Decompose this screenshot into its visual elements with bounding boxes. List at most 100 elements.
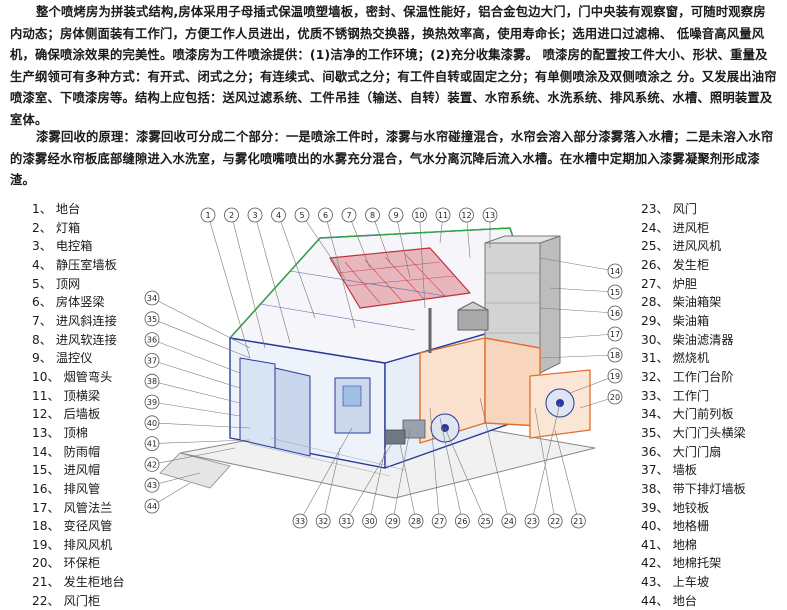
description-paragraph-2: 漆雾回收的原理：漆雾回收可分成二个部分：一是喷涂工件时，漆雾与水帘碰撞混合，水帘… [10, 130, 774, 188]
callout-number: 10 [414, 211, 424, 220]
callout-number: 26 [457, 517, 467, 526]
callout-leader-line [151, 360, 241, 389]
callout-leader-line [559, 333, 616, 339]
callout-circle [144, 456, 160, 472]
callout-number: 41 [147, 440, 157, 449]
callout-number: 38 [147, 377, 157, 386]
callout-leader-line [372, 214, 391, 264]
callout-leader-line [151, 318, 251, 359]
legend-item: 5、 顶网 [32, 276, 81, 291]
callout-circle [607, 368, 623, 384]
legend-item: 2、 灯箱 [32, 220, 81, 235]
legend-item: 10、 烟管弯头 [32, 369, 113, 384]
callout-leader-line [151, 401, 241, 417]
callout-leader-line [325, 214, 356, 329]
legend-item: 40、 地格栅 [641, 519, 710, 534]
callout-leader-line [207, 214, 251, 359]
callout-circle [570, 513, 586, 529]
legend-item: 44、 地台 [641, 593, 697, 608]
legend-item: 41、 地棉 [641, 537, 697, 552]
legend-item: 6、 房体竖梁 [32, 295, 105, 310]
callout-number: 16 [610, 309, 620, 318]
callout-number: 42 [147, 460, 157, 469]
callout-leader-line [534, 407, 556, 522]
callout-leader-line [151, 472, 201, 486]
callout-leader-line [419, 214, 426, 309]
callout-number: 18 [610, 351, 620, 360]
callout-number: 36 [147, 336, 157, 345]
callout-circle [431, 513, 447, 529]
diesel-tank-shape [384, 429, 406, 445]
legend-item: 17、 风管法兰 [32, 500, 113, 515]
callout-number: 13 [485, 211, 495, 220]
callout-number: 21 [573, 517, 583, 526]
callout-circle [144, 311, 160, 327]
callout-circle [144, 498, 160, 514]
callout-number: 24 [504, 517, 514, 526]
legend-item: 28、 柴油箱架 [641, 295, 722, 310]
legend-item: 19、 排风风机 [32, 537, 113, 552]
callout-circle [607, 284, 623, 300]
callout-number: 6 [323, 211, 328, 220]
callout-number: 30 [365, 517, 375, 526]
callout-number: 27 [434, 517, 444, 526]
callout-number: 5 [299, 211, 304, 220]
callout-number: 3 [252, 211, 257, 220]
callout-leader-line [151, 297, 251, 349]
booth-structure [159, 227, 596, 499]
legend-item: 18、 变径风管 [32, 519, 113, 534]
callout-leader-line [395, 214, 411, 279]
callout-circle [294, 207, 310, 223]
callout-circle [412, 207, 427, 223]
legend-item: 29、 柴油箱 [641, 313, 710, 328]
callout-number: 44 [147, 502, 157, 511]
callout-leader-line [254, 214, 291, 344]
callout-leader-line [151, 482, 191, 507]
legend-item: 24、 进风柜 [641, 220, 710, 235]
callout-leader-line [346, 437, 396, 522]
callout-number: 22 [550, 517, 560, 526]
callout-leader-line [151, 447, 236, 465]
legend-item: 35、 大门门头横梁 [641, 425, 746, 440]
callout-circle [408, 513, 424, 529]
callout-circle [338, 513, 354, 529]
callout-circle [271, 207, 286, 223]
callout-circle [482, 207, 498, 223]
callout-circle [478, 513, 494, 529]
legend-item: 14、 防雨帽 [32, 444, 101, 459]
callout-number: 1 [205, 211, 210, 220]
callout-number: 12 [461, 211, 471, 220]
legend-item: 1、 地台 [32, 202, 81, 216]
legend-item: 30、 柴油滤清器 [641, 332, 734, 347]
legend-item: 26、 发生柜 [641, 257, 710, 272]
legend-item: 36、 大门门扇 [641, 444, 722, 459]
legend-item: 42、 地棉托架 [641, 556, 722, 571]
callout-leader-line [549, 287, 616, 293]
callout-number: 14 [610, 267, 620, 276]
callout-number: 19 [610, 372, 620, 381]
callout-leader-line [539, 257, 616, 272]
callout-number: 28 [411, 517, 421, 526]
legend-item: 20、 环保柜 [32, 556, 101, 571]
legend-item: 22、 风门柜 [32, 593, 101, 608]
callout-circle [144, 352, 160, 368]
callout-number: 9 [393, 211, 398, 220]
callout-circle [292, 513, 308, 529]
legend-item: 27、 炉胆 [641, 276, 697, 291]
callout-circle [607, 263, 623, 279]
callout-leader-line [429, 407, 440, 522]
callout-number: 17 [610, 330, 620, 339]
callout-number: 8 [370, 211, 375, 220]
burner-shape [402, 419, 426, 439]
callout-circle [144, 373, 160, 389]
roof-filter-shape [329, 247, 471, 309]
callout-leader-line [231, 214, 266, 349]
callout-circle [200, 207, 216, 223]
callout-number: 4 [276, 211, 281, 220]
callout-circle [144, 332, 160, 348]
callout-number: 20 [610, 393, 620, 402]
